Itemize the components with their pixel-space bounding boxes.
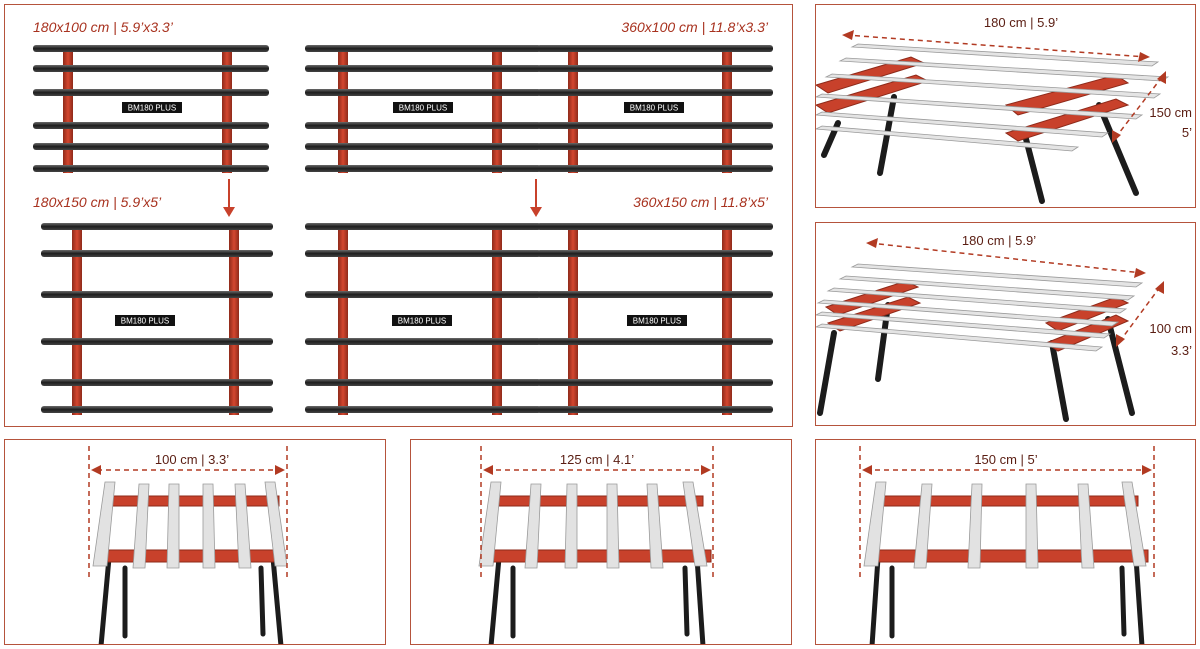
red-frame (871, 495, 1149, 563)
arrowhead-icon (866, 238, 878, 248)
table-front-125: 125 cm | 4.1’ (478, 446, 714, 644)
arrowhead-icon (1116, 334, 1125, 347)
badge-label: BM180 PLUS (398, 317, 446, 326)
config-360x100: 360x100 cm | 11.8’x3.3’ BM180 PLUS (305, 19, 773, 173)
depth-dimension-line (1119, 286, 1161, 342)
down-arrow-icon (223, 179, 235, 217)
badge-label: BM180 PLUS (121, 317, 169, 326)
table-legs (817, 302, 1135, 422)
bm180-badge (392, 315, 452, 326)
badge-label: BM180 PLUS (630, 104, 678, 113)
rail-set (305, 223, 773, 413)
arrowhead-icon (1142, 465, 1152, 475)
frame-post (229, 223, 239, 415)
width-label: 180 cm | 5.9’ (962, 233, 1036, 248)
frame-post (492, 45, 502, 173)
table-front-100-panel: 100 cm | 3.3’ (4, 439, 386, 645)
depth-label-top: 150 cm (1149, 105, 1192, 120)
white-rails (816, 263, 1144, 352)
width-label: 100 cm | 3.3’ (155, 452, 229, 467)
arrowhead-icon (483, 465, 493, 475)
bm180-badge (624, 102, 684, 113)
config-label: 360x150 cm | 11.8’x5’ (633, 194, 769, 210)
depth-label-bottom: 3.3’ (1171, 343, 1192, 358)
frame-post (63, 45, 73, 173)
down-arrow-icon (530, 179, 542, 217)
white-rails (863, 481, 1147, 569)
table-legs (98, 555, 284, 644)
arrowhead-icon (1138, 52, 1150, 62)
arrowhead-icon (1157, 71, 1166, 84)
width-dimension-line (88, 446, 288, 580)
width-label: 125 cm | 4.1’ (560, 452, 634, 467)
table-view-180x150-panel: 180 cm | 5.9’ 150 cm 5’ (815, 4, 1196, 208)
red-frame (490, 495, 712, 563)
rail-set (33, 45, 269, 172)
configurations-diagram: 180x100 cm | 5.9’x3.3’ BM180 PLUS 360x10… (33, 19, 773, 415)
arrowhead-icon (91, 465, 101, 475)
arrowhead-icon (1134, 268, 1146, 278)
table-view-180x100-panel: 180 cm | 5.9’ 100 cm 3.3’ (815, 222, 1196, 426)
config-label: 180x100 cm | 5.9’x3.3’ (33, 19, 174, 35)
badge-label: BM180 PLUS (633, 317, 681, 326)
configurations-panel: 180x100 cm | 5.9’x3.3’ BM180 PLUS 360x10… (4, 4, 793, 427)
red-frame (100, 495, 286, 563)
depth-dimension-line (1115, 76, 1163, 138)
frame-post (338, 223, 348, 415)
config-180x150: 180x150 cm | 5.9’x5’ BM180 PLUS (33, 194, 273, 415)
frame-post (722, 45, 732, 173)
bm180-badge (393, 102, 453, 113)
config-label: 360x100 cm | 11.8’x3.3’ (621, 19, 768, 35)
frame-post (722, 223, 732, 415)
width-label: 150 cm | 5’ (974, 452, 1037, 467)
config-label: 180x150 cm | 5.9’x5’ (33, 194, 162, 210)
frame-post (222, 45, 232, 173)
frame-post (568, 223, 578, 415)
bm180-badge (115, 315, 175, 326)
frame-post (492, 223, 502, 415)
table-front-100: 100 cm | 3.3’ (88, 446, 288, 644)
badge-label: BM180 PLUS (128, 104, 176, 113)
width-label: 180 cm | 5.9’ (984, 15, 1058, 30)
config-180x100: 180x100 cm | 5.9’x3.3’ BM180 PLUS (33, 19, 269, 173)
depth-label-top: 100 cm (1149, 321, 1192, 336)
width-dimension-line (480, 446, 714, 580)
table-legs (488, 555, 706, 644)
white-rails (92, 481, 288, 569)
table-front-125-panel: 125 cm | 4.1’ (410, 439, 792, 645)
depth-label-bottom: 5’ (1182, 125, 1192, 140)
table-front-150-panel: 150 cm | 5’ (815, 439, 1196, 645)
width-dimension-line (869, 242, 1143, 274)
rail-set (41, 223, 273, 413)
table-front-150: 150 cm | 5’ (859, 446, 1155, 644)
rail-set (305, 45, 773, 172)
arrowhead-icon (842, 30, 854, 40)
table-perspective-180x100: 180 cm | 5.9’ 100 cm 3.3’ (816, 233, 1192, 422)
arrowhead-icon (701, 465, 711, 475)
badge-label: BM180 PLUS (399, 104, 447, 113)
width-dimension-line (859, 446, 1155, 580)
arrowhead-icon (275, 465, 285, 475)
frame-post (338, 45, 348, 173)
white-rails (478, 481, 708, 569)
bm180-badge (627, 315, 687, 326)
arrowhead-icon (1112, 130, 1121, 143)
table-legs (869, 555, 1145, 644)
table-perspective-180x150: 180 cm | 5.9’ 150 cm 5’ (816, 15, 1192, 204)
frame-post (568, 45, 578, 173)
config-360x150: 360x150 cm | 11.8’x5’ BM180 PLUS (305, 194, 773, 415)
arrowhead-icon (862, 465, 872, 475)
bm180-badge (122, 102, 182, 113)
arrowhead-icon (1155, 281, 1164, 294)
white-rails (816, 43, 1170, 152)
frame-post (72, 223, 82, 415)
